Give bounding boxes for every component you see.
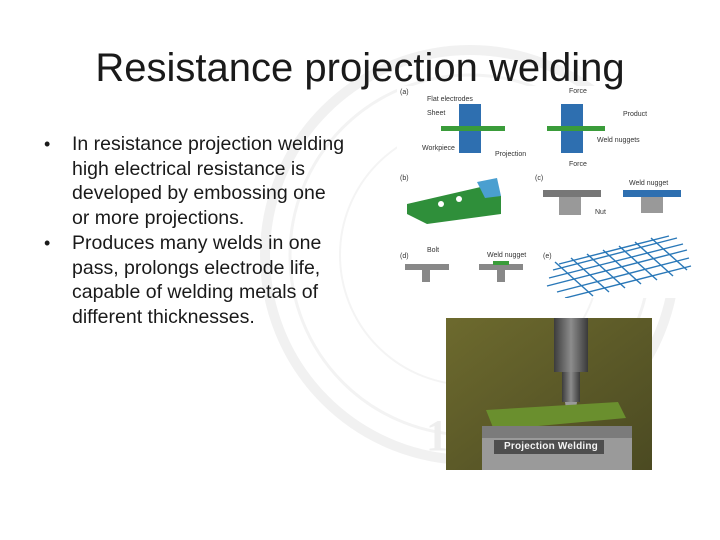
label-sheet: Sheet — [427, 110, 445, 117]
label-weld-nuggets: Weld nuggets — [597, 137, 640, 144]
electrode-top-b — [561, 104, 583, 126]
sheet-b — [547, 126, 605, 131]
projection-welding-photo: Projection Welding — [446, 318, 652, 470]
nut-c-left — [559, 197, 581, 215]
bullet-item: • In resistance projection welding high … — [38, 132, 348, 230]
bolt-nugget — [493, 261, 509, 265]
electrode-bottom-b — [561, 131, 583, 153]
wire-mesh — [546, 235, 692, 298]
bullet-item: • Produces many welds in one pass, prolo… — [38, 231, 348, 329]
label-force-bottom: Force — [569, 161, 587, 168]
electrode-top-a — [459, 104, 481, 126]
label-weld-nugget-c: Weld nugget — [629, 180, 668, 187]
label-bolt: Bolt — [427, 247, 439, 254]
label-electrodes: Flat electrodes — [427, 96, 473, 103]
bolt-plate-left — [405, 264, 449, 270]
bullet-text: In resistance projection welding high el… — [72, 133, 345, 229]
label-product: Product — [623, 111, 647, 118]
panel-label-d: (d) — [400, 253, 409, 260]
bullet-text: Produces many welds in one pass, prolong… — [72, 232, 322, 328]
panel-label-c: (c) — [535, 175, 543, 182]
label-weld-nugget-d: Weld nugget — [487, 252, 526, 259]
bolt-shaft-left — [422, 270, 430, 282]
bracket-hole — [438, 201, 444, 207]
bullet-marker: • — [44, 134, 51, 154]
photo-caption: Projection Welding — [504, 441, 598, 452]
bullet-marker: • — [44, 233, 51, 253]
bullet-list: • In resistance projection welding high … — [38, 132, 348, 330]
electrode-bottom-a — [459, 131, 481, 153]
plate-c-right — [623, 190, 681, 197]
bolt-shaft-right — [497, 270, 505, 282]
panel-label-e: (e) — [543, 253, 552, 260]
projection-welding-diagram: (a) Flat electrodes Sheet Workpiece Proj… — [397, 86, 693, 298]
label-projection: Projection — [495, 151, 526, 158]
label-nut: Nut — [595, 209, 606, 216]
nut-c-right — [641, 197, 663, 213]
plate-c-left — [543, 190, 601, 197]
slide-title: Resistance projection welding — [95, 46, 625, 90]
sheet-a — [441, 126, 505, 131]
panel-label-b: (b) — [400, 175, 409, 182]
label-workpiece: Workpiece — [422, 145, 455, 152]
bracket-hole — [456, 196, 462, 202]
